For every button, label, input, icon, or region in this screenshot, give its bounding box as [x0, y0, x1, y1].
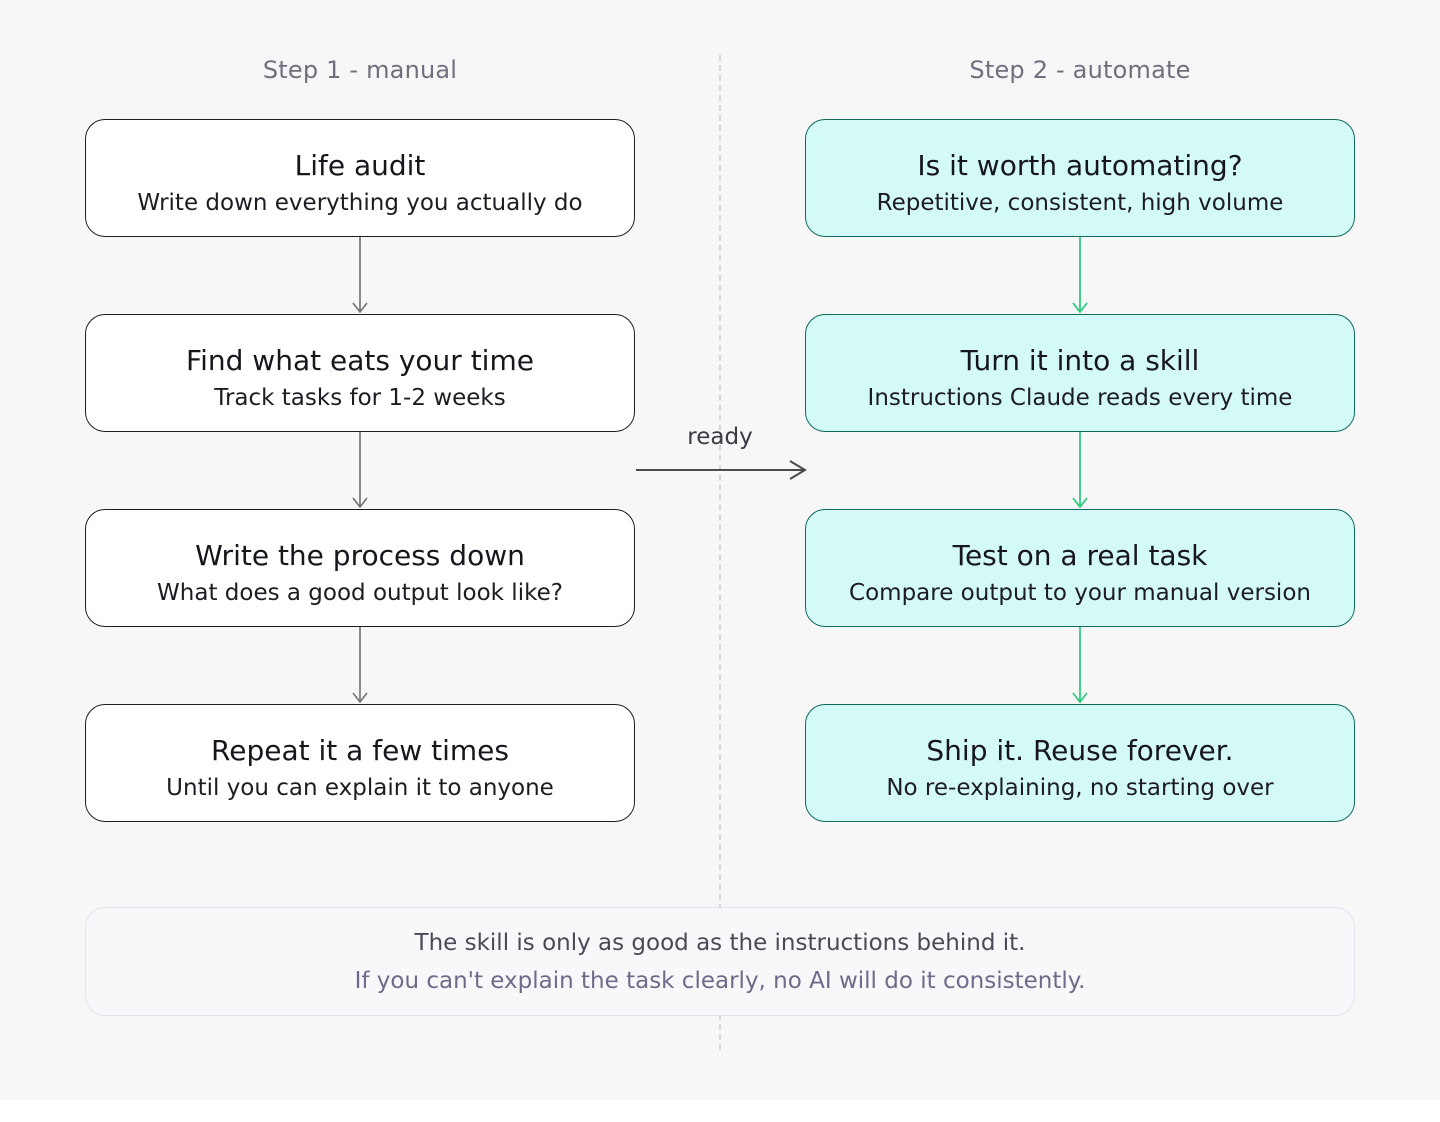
- step-subtitle: No re-explaining, no starting over: [886, 775, 1274, 801]
- step-subtitle: Repetitive, consistent, high volume: [876, 190, 1284, 216]
- manual-arrows: [352, 237, 368, 704]
- step-title: Repeat it a few times: [211, 734, 509, 767]
- step-subtitle: What does a good output look like?: [157, 580, 563, 606]
- footer-note: The skill is only as good as the instruc…: [85, 907, 1355, 1016]
- manual-step-find-time: Find what eats your time Track tasks for…: [85, 314, 635, 432]
- step-title: Ship it. Reuse forever.: [926, 734, 1234, 767]
- manual-step-write-process: Write the process down What does a good …: [85, 509, 635, 627]
- automate-step-ship: Ship it. Reuse forever. No re-explaining…: [805, 704, 1355, 822]
- automate-column-title: Step 2 - automate: [969, 56, 1191, 84]
- step-title: Turn it into a skill: [960, 344, 1200, 377]
- ready-arrow: [636, 460, 807, 480]
- manual-column-title: Step 1 - manual: [262, 56, 458, 84]
- step-title: Find what eats your time: [186, 344, 534, 377]
- column-divider: [719, 55, 721, 1050]
- automate-step-worth-it: Is it worth automating? Repetitive, cons…: [805, 119, 1355, 237]
- manual-step-life-audit: Life audit Write down everything you act…: [85, 119, 635, 237]
- automate-step-test: Test on a real task Compare output to yo…: [805, 509, 1355, 627]
- step-subtitle: Until you can explain it to anyone: [166, 775, 554, 801]
- step-subtitle: Track tasks for 1-2 weeks: [214, 385, 506, 411]
- step-subtitle: Instructions Claude reads every time: [867, 385, 1293, 411]
- note-line-1: The skill is only as good as the instruc…: [414, 930, 1026, 956]
- step-subtitle: Write down everything you actually do: [137, 190, 583, 216]
- automate-step-skill: Turn it into a skill Instructions Claude…: [805, 314, 1355, 432]
- step-title: Life audit: [294, 149, 426, 182]
- ready-label: ready: [687, 424, 753, 450]
- step-title: Write the process down: [195, 539, 525, 572]
- note-line-2: If you can't explain the task clearly, n…: [354, 968, 1086, 994]
- manual-step-repeat: Repeat it a few times Until you can expl…: [85, 704, 635, 822]
- step-title: Test on a real task: [952, 539, 1208, 572]
- step-subtitle: Compare output to your manual version: [849, 580, 1311, 606]
- automate-arrows: [1072, 237, 1088, 704]
- step-title: Is it worth automating?: [917, 149, 1243, 182]
